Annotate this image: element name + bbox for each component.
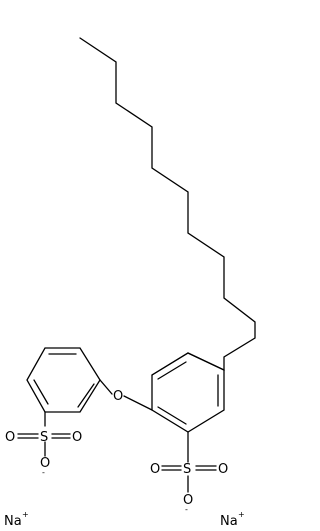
charge-right-minus: - [185,505,188,514]
charge-left-minus: - [42,468,45,477]
left-ring-double-3 [33,379,49,405]
dodecyl-chain [79,37,256,376]
atom-s-left: S [40,430,48,445]
atom-na-right: Na [220,514,238,529]
atom-o-bridge: O [113,389,123,404]
right-ring-double-1 [157,361,187,380]
atom-s-right: S [183,462,191,477]
left-ring-double-2 [77,383,95,408]
atom-o-right-minus: O [183,493,193,508]
left-benzene-ring [26,347,101,413]
atom-o-left-b: O [72,430,82,445]
right-benzene-ring [151,352,225,433]
atom-o-right-a: O [150,462,160,477]
atom-o-right-b: O [218,462,228,477]
charge-na-left-plus: + [22,510,29,519]
ether-bond-right [123,395,153,411]
charge-na-right-plus: + [238,510,245,519]
right-ring-double-3 [157,406,187,425]
atom-na-left: Na [4,514,22,529]
atom-o-left-minus: O [40,456,50,471]
ether-bond-left [99,379,113,395]
structure-diagram: O S O O O - S O O O - Na + Na + [4,37,256,529]
atom-o-left-a: O [5,430,15,445]
